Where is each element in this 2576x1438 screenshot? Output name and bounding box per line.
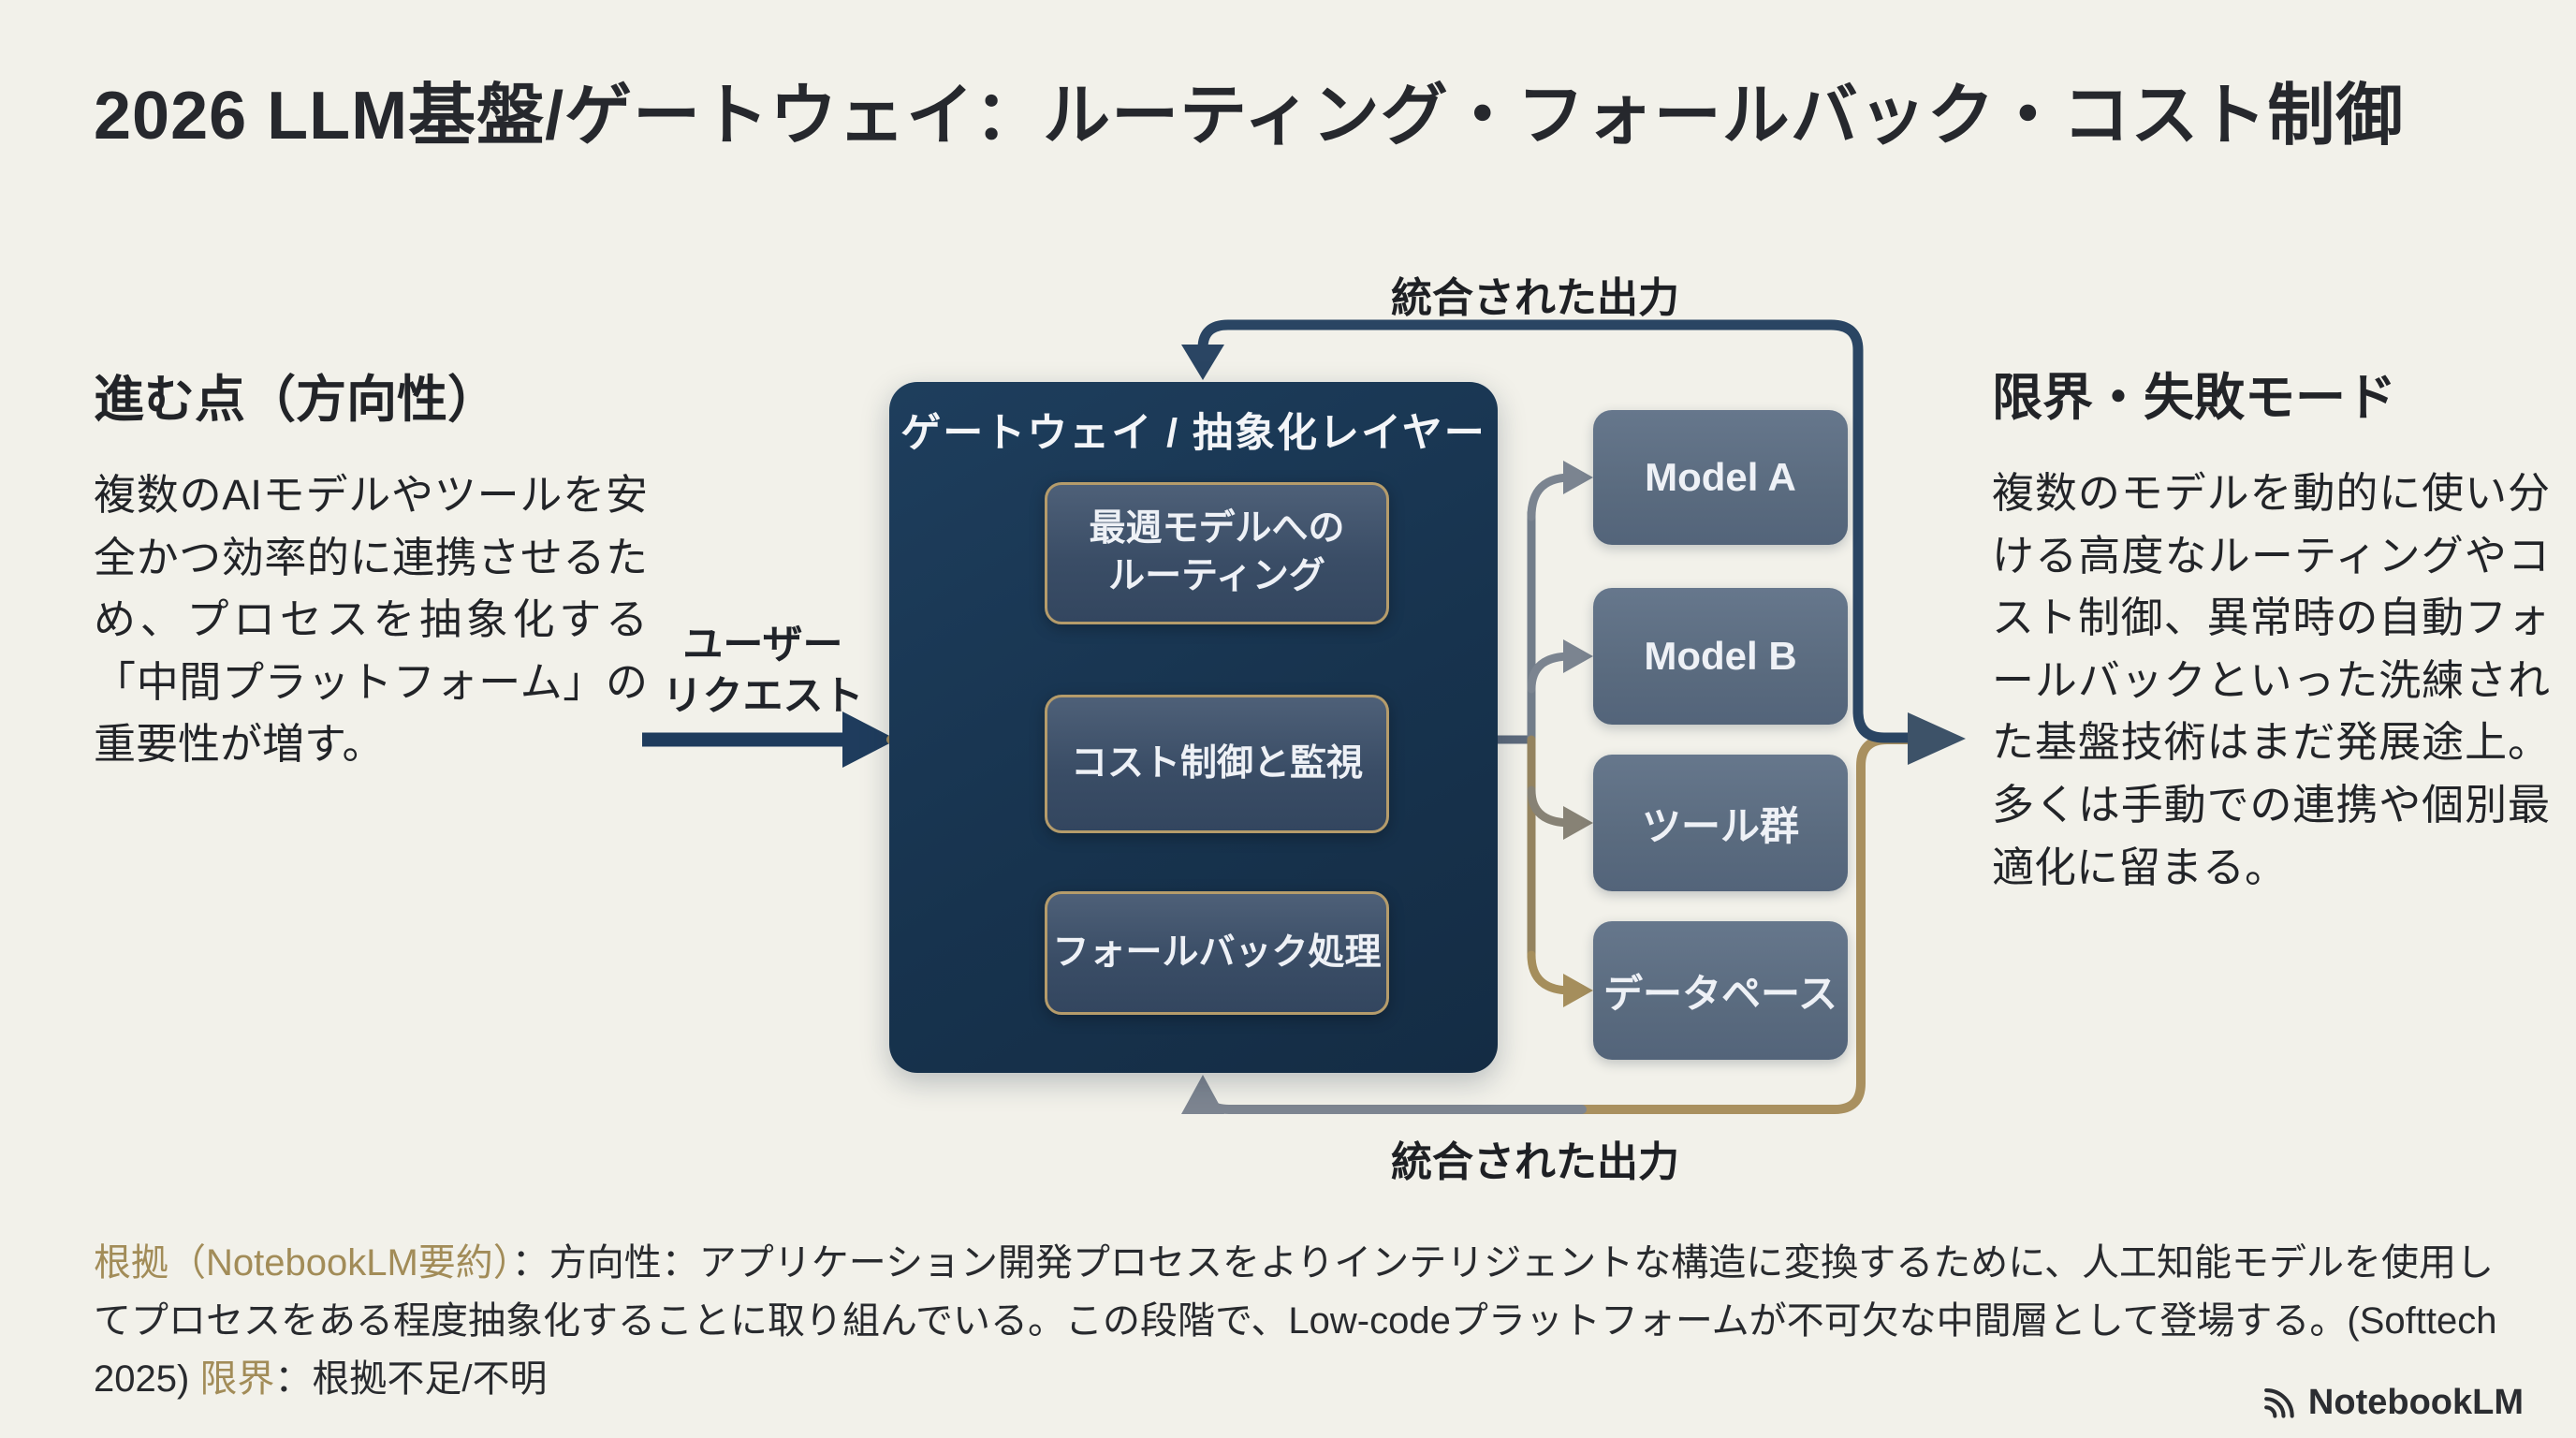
node-routing: 最週モデルへの ルーティング — [1045, 482, 1389, 624]
arrowhead-down-into-gateway — [1181, 345, 1224, 380]
left-panel-heading: 進む点（方向性） — [94, 372, 498, 428]
target-database: データペース — [1593, 921, 1848, 1060]
branding: NotebookLM — [2258, 1380, 2524, 1426]
bottom-feedback-gray-path — [1181, 1075, 1587, 1114]
target-tools: ツール群 — [1593, 755, 1848, 891]
target-model-a: Model A — [1593, 410, 1848, 545]
top-output-label: 統合された出力 — [1391, 275, 1679, 321]
gateway-title: ゲートウェイ / 抽象化レイヤー — [900, 411, 1486, 456]
notebooklm-wordmark: NotebookLM — [2307, 1383, 2524, 1422]
bottom-output-label: 統合された出力 — [1391, 1139, 1679, 1185]
arrowhead-model-a — [1563, 461, 1593, 494]
footnote-body: ：方向性：アプリケーション開発プロセスをよりインテリジェントな構造に変換するため… — [94, 1242, 2497, 1400]
footnote-source-label: 根拠（NotebookLM要約） — [94, 1242, 512, 1284]
page-title: 2026 LLM基盤/ゲートウェイ：ルーティング・フォールバック・コスト制御 — [94, 79, 2405, 154]
right-panel-heading: 限界・失敗モード — [1992, 370, 2396, 426]
fanout-arrows — [1527, 461, 1593, 1007]
source-footnote: 根拠（NotebookLM要約）：方向性：アプリケーション開発プロセスをよりイン… — [94, 1234, 2505, 1408]
arrowhead-final-output — [1908, 712, 1966, 765]
arrowhead-model-b — [1563, 639, 1593, 673]
notebooklm-logo-icon — [2258, 1380, 2299, 1426]
arrowhead-tools — [1563, 806, 1593, 840]
right-panel-body: 複数のモデルを動的に使い分ける高度なルーティングやコスト制御、異常時の自動フォー… — [1992, 469, 2550, 891]
target-model-b: Model B — [1593, 588, 1848, 725]
left-panel-body: 複数のAIモデルやツールを安全かつ効率的に連携させるため、プロセスを抽象化する「… — [94, 471, 648, 769]
footnote-limit-label: 限界 — [199, 1358, 275, 1400]
node-fallback: フォールバック処理 — [1045, 891, 1389, 1015]
top-feedback-navy-path — [1181, 319, 1966, 765]
user-request-arrow — [642, 712, 897, 768]
footnote-limit-body: ：根拠不足/不明 — [274, 1358, 548, 1400]
user-request-label: ユーザー リクエスト — [662, 623, 864, 720]
node-cost-control: コスト制御と監視 — [1045, 695, 1389, 833]
arrowhead-up-into-gateway — [1181, 1075, 1224, 1114]
arrowhead-database — [1563, 974, 1593, 1007]
arrowhead-user-request — [842, 712, 897, 768]
